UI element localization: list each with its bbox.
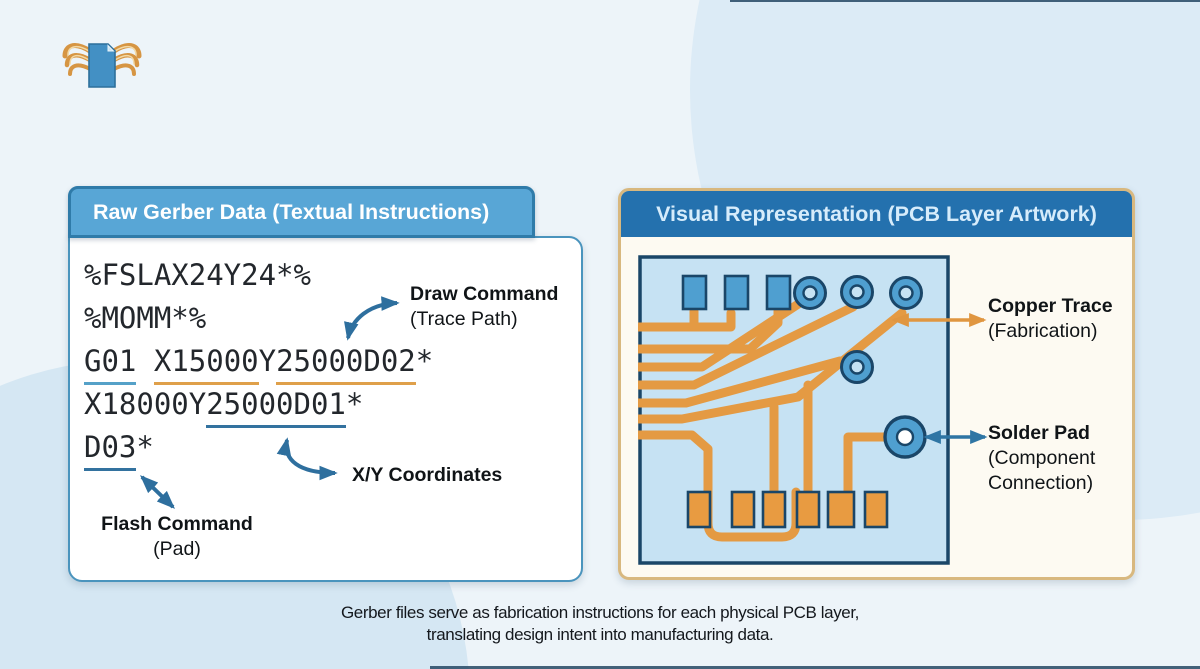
flash-command-arrow bbox=[140, 475, 175, 509]
gerber-code-block: %FSLAX24Y24*% %MOMM*% G01 X15000Y25000D0… bbox=[84, 256, 433, 471]
footer-caption-line-2: translating design intent into manufactu… bbox=[426, 624, 774, 644]
frame-edge-top bbox=[730, 0, 1200, 2]
draw-command-curved-arrow bbox=[344, 296, 400, 341]
document-icon bbox=[88, 43, 116, 88]
flash-command-label: Flash Command (Pad) bbox=[101, 513, 253, 560]
winged-document-logo-icon bbox=[62, 43, 142, 88]
through-hole-pads bbox=[793, 275, 923, 384]
footer-caption-line-1: Gerber files serve as fabrication instru… bbox=[340, 603, 860, 622]
flash-command-segment: D03 bbox=[84, 428, 137, 471]
gerber-code-line-2: %MOMM*% bbox=[84, 299, 433, 342]
solder-pad-arrow bbox=[923, 430, 988, 444]
raw-gerber-panel-header: Raw Gerber Data (Textual Instructions) bbox=[68, 186, 535, 238]
bottom-pads bbox=[686, 490, 889, 529]
x-coordinate: X15000 bbox=[153, 342, 259, 385]
gerber-code-line-1: %FSLAX24Y24*% bbox=[84, 256, 433, 299]
xy-coordinates-curved-arrow bbox=[276, 437, 338, 481]
footer-caption: Gerber files serve as fabrication instru… bbox=[0, 602, 1200, 645]
draw-command-label: Draw Command (Trace Path) bbox=[410, 283, 559, 330]
pcb-layer-artwork bbox=[638, 255, 950, 565]
frame-edge-bottom bbox=[430, 666, 1200, 669]
visual-representation-panel-header: Visual Representation (PCB Layer Artwork… bbox=[621, 191, 1132, 237]
raw-gerber-panel-title: Raw Gerber Data (Textual Instructions) bbox=[93, 200, 490, 224]
smd-pads-top bbox=[681, 274, 792, 311]
copper-trace-label: Copper Trace (Fabrication) bbox=[988, 295, 1113, 342]
visual-representation-panel-title: Visual Representation (PCB Layer Artwork… bbox=[656, 202, 1097, 226]
raw-gerber-panel-body bbox=[68, 236, 583, 582]
g01-command: G01 bbox=[84, 342, 137, 385]
copper-trace-arrow bbox=[891, 313, 987, 327]
xy-coordinates-label: X/Y Coordinates bbox=[352, 464, 503, 486]
gerber-code-line-3: G01 X15000Y25000D02* bbox=[84, 342, 433, 385]
y-coordinate-draw-command: 25000D02 bbox=[276, 342, 416, 385]
gerber-code-line-4: X18000Y25000D01* bbox=[84, 385, 433, 428]
gerber-format-statement: %FSLAX24Y24*% bbox=[84, 258, 311, 292]
gerber-code-line-5: D03* bbox=[84, 428, 433, 471]
solder-pad-label: Solder Pad (Component Connection) bbox=[988, 422, 1096, 494]
gerber-mode-statement: %MOMM*% bbox=[84, 301, 207, 335]
xy-coordinates-segment: 25000D01 bbox=[206, 385, 346, 428]
